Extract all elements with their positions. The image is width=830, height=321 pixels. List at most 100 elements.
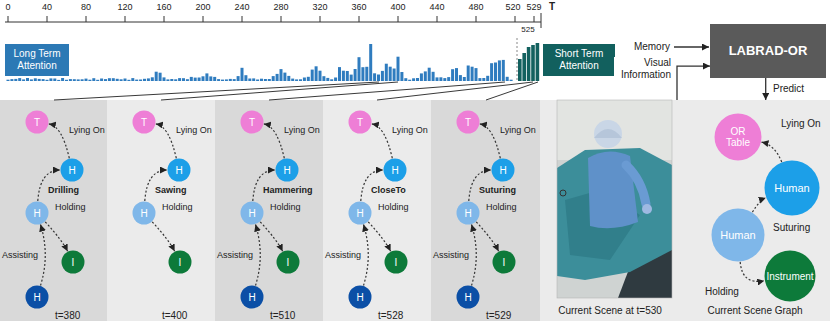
edge-label: Holding bbox=[377, 202, 410, 213]
attention-bar bbox=[272, 76, 275, 81]
entity-circle: H bbox=[348, 201, 372, 225]
attention-bar bbox=[38, 79, 41, 81]
attention-bar bbox=[330, 79, 333, 81]
circle-fill bbox=[169, 251, 192, 274]
attention-bar bbox=[342, 71, 345, 81]
attention-bar bbox=[498, 60, 501, 81]
attention-bar bbox=[326, 78, 329, 81]
node-text: Short Term Attention bbox=[546, 48, 612, 72]
attention-bar bbox=[482, 78, 485, 81]
edge-label: Visual Information bbox=[614, 57, 672, 81]
circle-fill bbox=[492, 159, 515, 182]
entity-circle: I bbox=[168, 250, 192, 274]
attention-bar bbox=[428, 68, 431, 81]
attention-bar bbox=[85, 79, 88, 81]
attention-bars bbox=[7, 43, 540, 81]
relation-arrow bbox=[152, 222, 174, 252]
node-text: T bbox=[141, 117, 147, 128]
attention-bar bbox=[221, 80, 224, 81]
relation-arrow bbox=[45, 222, 67, 252]
attention-bar bbox=[217, 79, 220, 81]
edge-label: Holding bbox=[54, 202, 87, 213]
edge-label: CloseTo bbox=[370, 185, 407, 196]
attention-bar bbox=[311, 70, 314, 81]
short-term-bar bbox=[522, 53, 526, 81]
attention-bar bbox=[506, 77, 509, 81]
entity-circle: H bbox=[456, 201, 480, 225]
attention-bar bbox=[264, 79, 267, 81]
attention-bar bbox=[408, 80, 411, 81]
attention-bar bbox=[486, 76, 489, 81]
panel-ground bbox=[215, 100, 323, 321]
edge-label: Assisting bbox=[432, 250, 470, 261]
entity-circle: T bbox=[25, 110, 49, 134]
attention-bar bbox=[96, 80, 99, 81]
circle-fill bbox=[62, 251, 85, 274]
relation-arrow bbox=[256, 225, 261, 286]
attention-bar bbox=[248, 79, 251, 82]
edge-label: Holding bbox=[485, 202, 518, 213]
memory-arrow bbox=[674, 46, 709, 47]
edge-label: Lying On bbox=[499, 125, 537, 136]
attention-box: Short Term Attention bbox=[543, 44, 615, 76]
edge-label: Assisting bbox=[1, 250, 39, 261]
node-text: T bbox=[249, 117, 255, 128]
attention-bar bbox=[61, 78, 64, 81]
attention-bar bbox=[69, 79, 72, 81]
panel-ground bbox=[323, 100, 431, 321]
node-text: Human bbox=[720, 229, 755, 241]
circle-fill bbox=[277, 251, 300, 274]
entity-circle: I bbox=[492, 250, 516, 274]
node-text: t=529 bbox=[486, 310, 511, 321]
relation-arrow bbox=[472, 225, 477, 286]
circle-fill bbox=[457, 286, 480, 309]
attention-bar bbox=[182, 78, 185, 81]
axis-label: 440 bbox=[430, 2, 445, 13]
scene-panel: Current Scene at t=530 bbox=[540, 100, 680, 321]
node-text: H bbox=[248, 292, 255, 303]
photo-cap bbox=[594, 129, 622, 138]
panel-ground bbox=[540, 100, 680, 321]
attention-bar bbox=[478, 78, 481, 81]
attention-bar bbox=[307, 77, 310, 81]
attention-bar bbox=[194, 78, 197, 81]
entity-circle: H bbox=[240, 201, 264, 225]
attention-bar bbox=[420, 73, 423, 81]
attention-bar bbox=[73, 79, 76, 81]
scene-panel: Current Scene GraphOR TableHumanHumanIns… bbox=[680, 100, 830, 321]
attention-bar bbox=[295, 79, 298, 81]
attention-bar bbox=[424, 71, 427, 81]
scene-photo bbox=[557, 100, 672, 298]
attention-bar bbox=[389, 67, 392, 81]
attention-bar bbox=[49, 78, 52, 81]
circle-fill bbox=[715, 114, 762, 161]
node-text: I bbox=[287, 257, 290, 268]
attention-bar bbox=[225, 79, 228, 81]
attention-bar bbox=[139, 80, 142, 82]
circle-fill bbox=[457, 202, 480, 225]
node-text: t=510 bbox=[270, 310, 295, 321]
window-divider bbox=[517, 38, 518, 81]
time-axis bbox=[5, 22, 541, 23]
edge-label: Assisting bbox=[324, 250, 362, 261]
attention-bar bbox=[151, 77, 154, 81]
attention-bar bbox=[205, 73, 208, 81]
relation-arrow bbox=[49, 124, 70, 158]
attention-bar bbox=[447, 77, 450, 81]
attention-bar bbox=[365, 67, 368, 81]
attention-bar bbox=[385, 64, 388, 81]
circle-fill bbox=[276, 159, 299, 182]
entity-circle: H bbox=[383, 158, 407, 182]
axis-label: 480 bbox=[469, 2, 484, 13]
attention-bar bbox=[303, 78, 306, 82]
attention-bar bbox=[77, 79, 80, 81]
attention-bar bbox=[7, 80, 10, 81]
circle-fill bbox=[384, 159, 407, 182]
attention-bar bbox=[46, 80, 49, 81]
circle-fill bbox=[26, 111, 49, 134]
attention-bar bbox=[53, 79, 56, 82]
attention-bar bbox=[108, 78, 111, 81]
axis-ticks bbox=[8, 13, 541, 28]
circle-fill bbox=[385, 251, 408, 274]
